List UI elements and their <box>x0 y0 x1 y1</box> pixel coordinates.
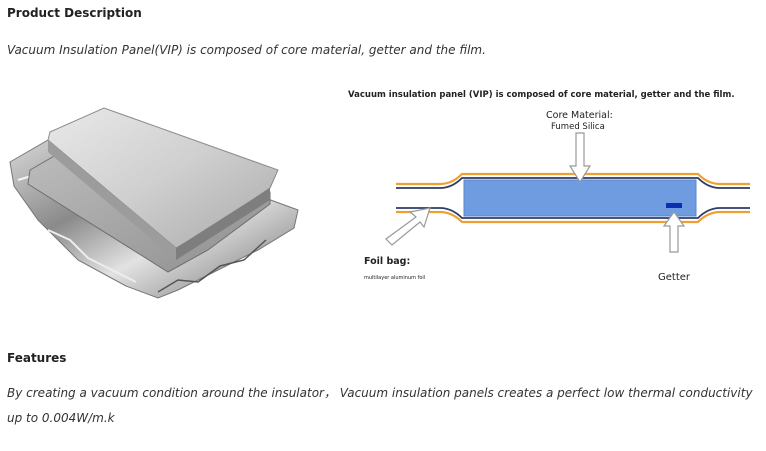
product-intro-text: Vacuum Insulation Panel(VIP) is composed… <box>7 43 486 57</box>
getter-label: Getter <box>658 272 691 283</box>
product-description-heading: Product Description <box>7 6 142 20</box>
features-text: By creating a vacuum condition around th… <box>7 386 753 425</box>
vip-panel-photo <box>9 107 299 299</box>
features-heading: Features <box>7 351 67 365</box>
diagram-caption: Vacuum insulation panel (VIP) is compose… <box>348 90 735 100</box>
foil-inner-line-bottom <box>396 207 750 219</box>
core-material-label: Core Material: <box>546 110 613 121</box>
foil-outer-line-bottom <box>396 210 750 224</box>
foil-bag-sub: multilayer aluminum foil <box>364 275 425 281</box>
vip-structure-diagram: Vacuum insulation panel (VIP) is compose… <box>348 90 750 283</box>
getter-block <box>666 203 682 208</box>
getter-arrow <box>662 210 686 253</box>
core-material-sub: Fumed Silica <box>551 122 605 132</box>
foil-bag-arrow <box>385 207 431 246</box>
core-material-block <box>463 179 697 217</box>
foil-bag-label: Foil bag: <box>364 256 410 267</box>
core-arrow <box>568 132 592 184</box>
